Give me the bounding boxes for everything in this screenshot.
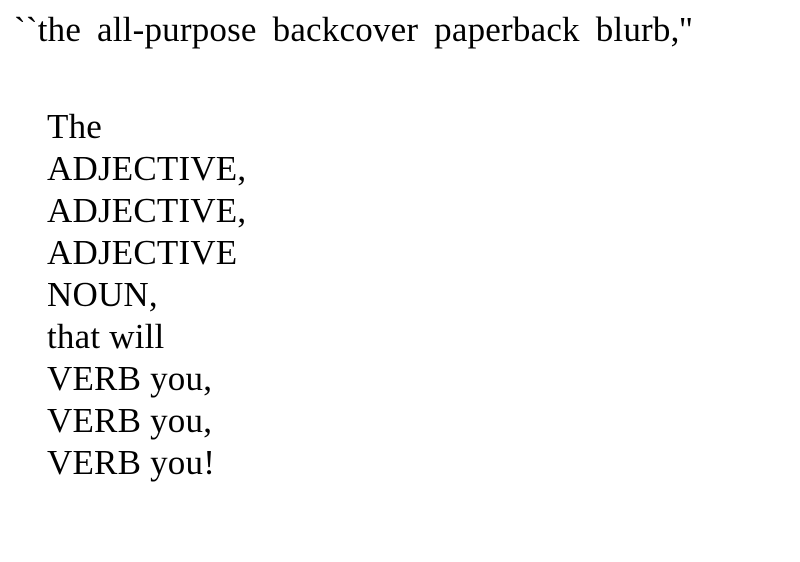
blurb-line-4: ADJECTIVE xyxy=(47,233,238,272)
blurb-text-block: The ADJECTIVE, ADJECTIVE, ADJECTIVE NOUN… xyxy=(47,106,667,484)
blurb-line-1: The xyxy=(47,107,103,146)
blurb-line-8: VERB you, xyxy=(47,401,213,440)
blurb-line-5: NOUN, xyxy=(47,275,158,314)
blurb-line-3: ADJECTIVE, xyxy=(47,191,247,230)
blurb-line-9: VERB you! xyxy=(47,443,216,482)
blurb-line-2: ADJECTIVE, xyxy=(47,149,247,188)
page-title: ``the all-purpose backcover paperback bl… xyxy=(14,10,693,49)
blurb-line-6: that will xyxy=(47,317,165,356)
blurb-line-7: VERB you, xyxy=(47,359,213,398)
